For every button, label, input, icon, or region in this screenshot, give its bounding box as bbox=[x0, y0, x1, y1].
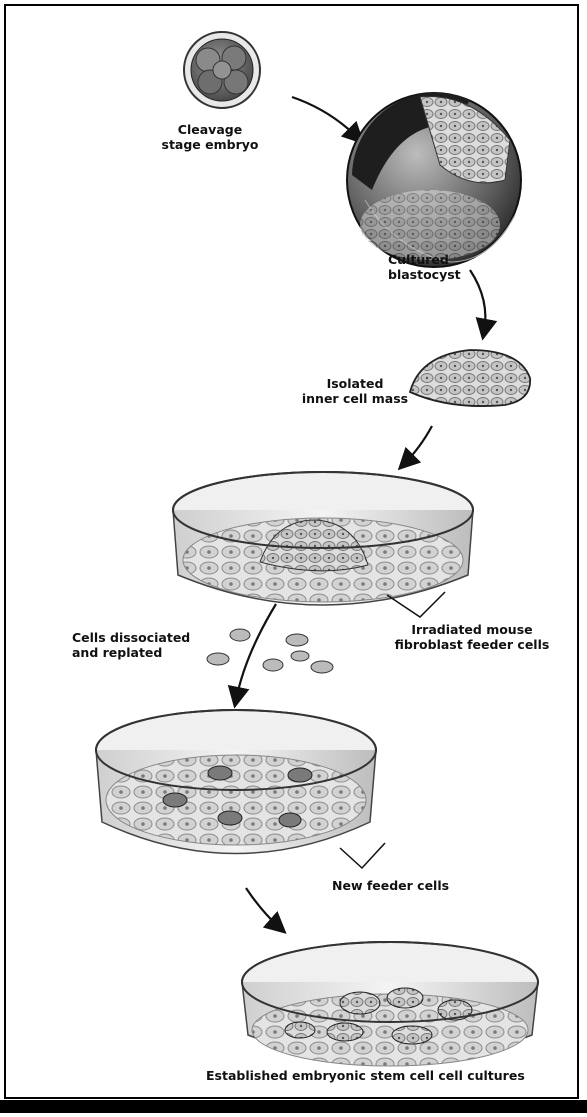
arrow-to-icm bbox=[470, 270, 485, 332]
inner-cell-mass-illustration bbox=[410, 350, 530, 406]
dissociated-cells bbox=[207, 629, 333, 673]
culture-dish-2 bbox=[96, 710, 376, 854]
cleavage-embryo-illustration bbox=[184, 32, 260, 108]
label-cleavage-line2: stage embryo bbox=[150, 137, 270, 152]
label-cleavage-stage-embryo: Cleavage stage embryo bbox=[150, 122, 270, 152]
feeder-pointer-2 bbox=[340, 843, 385, 868]
blastocyst-illustration bbox=[347, 93, 521, 267]
arrow-to-dish-3 bbox=[246, 888, 280, 928]
label-cleavage-line1: Cleavage bbox=[150, 122, 270, 137]
label-dissociated-line2: and replated bbox=[72, 645, 190, 660]
label-established-cultures: Established embryonic stem cell cell cul… bbox=[206, 1068, 525, 1083]
arrow-to-blastocyst bbox=[292, 97, 358, 138]
culture-dish-1 bbox=[173, 472, 473, 605]
label-irradiated-line1: Irradiated mouse bbox=[372, 622, 572, 637]
label-irradiated-feeder-cells: Irradiated mouse fibroblast feeder cells bbox=[372, 622, 572, 652]
label-irradiated-line2: fibroblast feeder cells bbox=[372, 637, 572, 652]
label-dissociated-line1: Cells dissociated bbox=[72, 630, 190, 645]
arrow-to-dish-1 bbox=[404, 426, 432, 464]
label-cultured-blastocyst: Cultured blastocyst bbox=[388, 252, 461, 282]
label-cells-dissociated: Cells dissociated and replated bbox=[72, 630, 190, 660]
label-blastocyst-line1: Cultured bbox=[388, 252, 461, 267]
bottom-bar bbox=[0, 1100, 587, 1113]
label-new-feeder-cells: New feeder cells bbox=[332, 878, 449, 893]
label-icm-line2: inner cell mass bbox=[300, 391, 410, 406]
label-icm-line1: Isolated bbox=[300, 376, 410, 391]
label-isolated-inner-cell-mass: Isolated inner cell mass bbox=[300, 376, 410, 406]
culture-dish-3 bbox=[242, 942, 538, 1066]
arrow-to-dish-2 bbox=[236, 604, 276, 700]
label-blastocyst-line2: blastocyst bbox=[388, 267, 461, 282]
